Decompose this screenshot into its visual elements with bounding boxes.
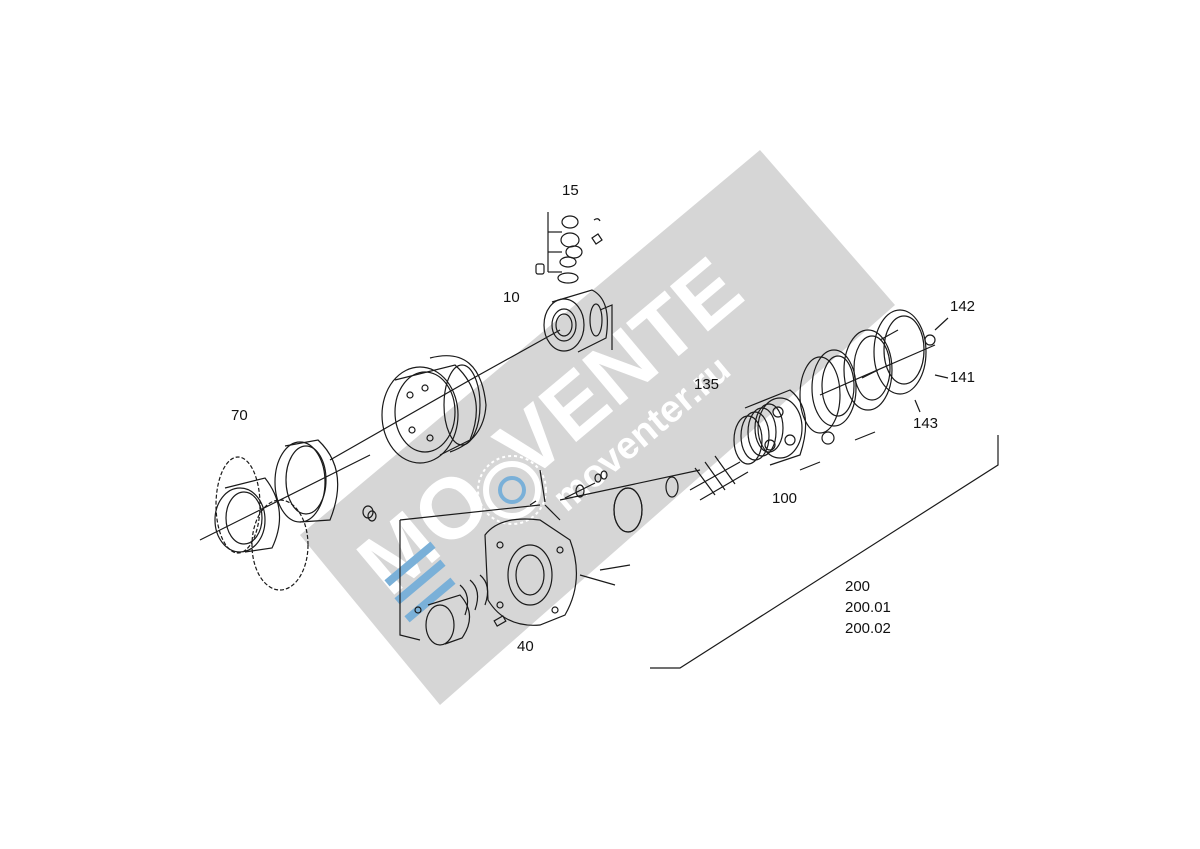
parts-141-143-rings [799, 309, 936, 434]
part-10-hub [543, 289, 608, 353]
callout-leaders [914, 317, 949, 413]
part-135-shaft [689, 403, 784, 501]
part-40-spring [414, 574, 507, 646]
wheel-logo-icon [477, 455, 547, 525]
part-15-components [535, 215, 603, 284]
callout-15: 15 [562, 182, 579, 199]
callout-141: 141 [950, 369, 976, 386]
callout-100: 100 [772, 490, 798, 507]
frame-lines [399, 212, 613, 641]
part-70-bearing [214, 439, 377, 591]
center-pins [529, 470, 608, 506]
group-bracket-200 [650, 435, 999, 669]
housing-ring [381, 355, 487, 464]
callout-142: 142 [950, 298, 976, 315]
callout-135: 135 [694, 376, 720, 393]
callout-10: 10 [503, 289, 520, 306]
callout-200-02: 200.02 [845, 620, 891, 637]
ring-seal [613, 487, 643, 533]
watermark-stripes [384, 541, 456, 623]
callout-40: 40 [517, 638, 534, 655]
part-100-carrier [744, 389, 876, 471]
callout-70: 70 [231, 407, 248, 424]
callout-200-01: 200.01 [845, 599, 891, 616]
watermark-band [300, 150, 895, 705]
callout-200: 200 [845, 578, 871, 595]
callout-143: 143 [913, 415, 939, 432]
